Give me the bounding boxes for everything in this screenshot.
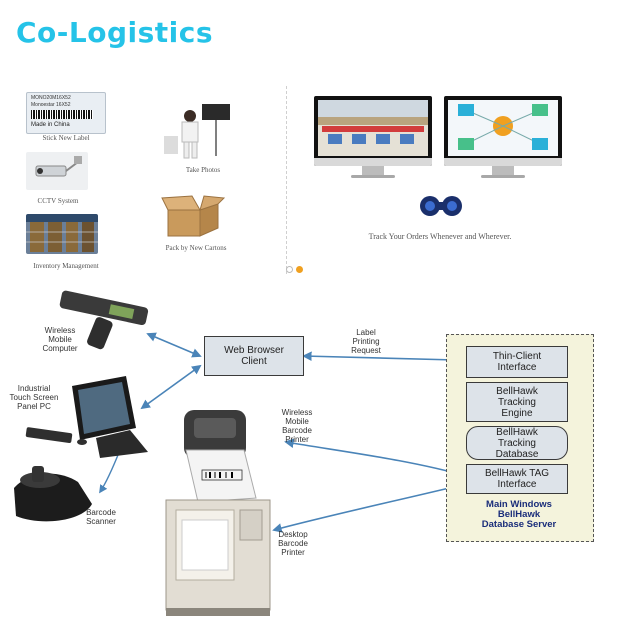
brand-title: Co-Logistics <box>16 16 214 49</box>
label-printing-request: Label Printing Request <box>351 328 381 355</box>
label-sticker-image: MONO20M16X52 Monoestar 16X52 Made in Chi… <box>26 92 106 134</box>
caption-take-photos: Take Photos <box>185 166 221 174</box>
warehouse-screen <box>318 100 428 156</box>
carton-box-icon <box>161 195 226 237</box>
caption-inventory-management: Inventory Management <box>33 262 99 270</box>
panel-divider <box>286 86 287 274</box>
warehouse-image <box>26 214 98 254</box>
cctv-camera-icon <box>35 156 82 177</box>
server-module-thin-client: Thin-Client Interface <box>466 346 568 378</box>
server-module-tracking-database: BellHawk Tracking Database <box>466 426 568 460</box>
edge-tag-to-desktop-printer <box>272 483 467 533</box>
cctv-image <box>26 152 88 190</box>
tracking-panel: Track Your Orders Whenever and Wherever. <box>300 90 600 270</box>
monitor-iot <box>444 96 562 166</box>
photographer-icon <box>164 104 230 159</box>
touch-panel-pc-icon <box>25 376 148 458</box>
monitor-warehouse <box>314 96 432 166</box>
caption-track-orders: Track Your Orders Whenever and Wherever. <box>368 232 512 241</box>
server-title: Main Windows BellHawk Database Server <box>481 499 557 530</box>
label-desktop-printer: Desktop Barcode Printer <box>278 530 308 557</box>
carousel-dot-2[interactable] <box>296 266 303 273</box>
barcode-scanner-icon <box>14 466 92 522</box>
edge-client-to-server <box>302 351 458 365</box>
label-sticker-line-3: Made in China <box>31 122 70 128</box>
iot-screen <box>448 100 558 156</box>
wireless-printer-icon <box>184 410 257 503</box>
binoculars-icon <box>420 196 462 216</box>
web-browser-client-box: Web Browser Client <box>204 336 304 376</box>
caption-stick-new-label: Stick New Label <box>42 134 90 142</box>
assembly-line-graphic <box>322 126 424 144</box>
photo-studio-image <box>158 102 242 162</box>
label-wireless-printer: Wireless Mobile Barcode Printer <box>281 408 313 444</box>
barcode-graphic <box>31 110 93 119</box>
services-panel: MONO20M16X52 Monoestar 16X52 Made in Chi… <box>18 84 278 274</box>
iot-network-graphic <box>458 104 548 150</box>
system-diagram: Wireless Mobile Computer Industrial Touc… <box>0 290 640 640</box>
label-sticker-line-2: Monoestar 16X52 <box>31 102 71 108</box>
desktop-printer-icon <box>165 499 271 616</box>
label-touch-panel-pc: Industrial Touch Screen Panel PC <box>9 384 59 411</box>
carton-image <box>160 194 226 238</box>
edge-panel-pc-to-client <box>140 364 202 410</box>
edge-mobile-computer-to-client <box>146 332 202 358</box>
edge-tag-to-wireless-printer <box>284 438 467 477</box>
caption-cctv-system: CCTV System <box>37 197 79 205</box>
server-module-tag-interface: BellHawk TAG Interface <box>466 464 568 494</box>
label-wireless-mobile-computer: Wireless Mobile Computer <box>42 326 78 353</box>
caption-pack-by-new-cartons: Pack by New Cartons <box>165 244 227 252</box>
label-sticker-line-1: MONO20M16X52 <box>31 95 71 101</box>
carousel-dot-1[interactable] <box>286 266 293 273</box>
server-module-tracking-engine: BellHawk Tracking Engine <box>466 382 568 422</box>
wireless-mobile-computer-icon <box>59 290 149 350</box>
warehouse-shelves-icon <box>26 222 98 252</box>
label-barcode-scanner: Barcode Scanner <box>86 508 116 526</box>
diagram-connectors <box>14 290 467 616</box>
